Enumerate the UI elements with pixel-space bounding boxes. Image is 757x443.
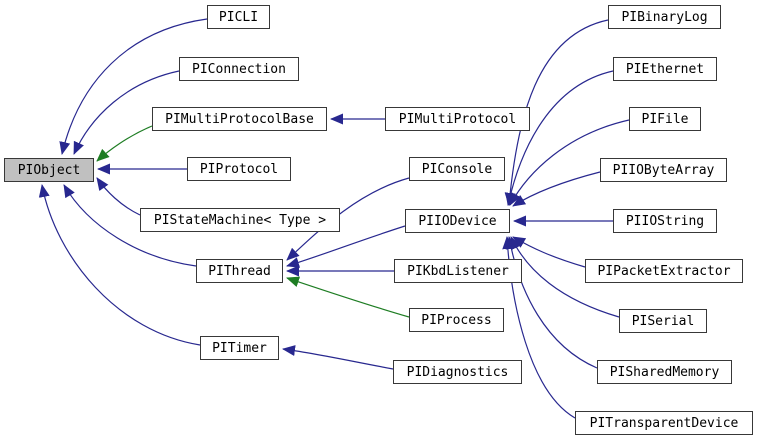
node-pisharedmemory[interactable]: PISharedMemory — [597, 360, 732, 384]
edge-pibinarylog-to-piiodevice — [504, 19, 609, 206]
edge-piconnection-to-piobject — [73, 70, 180, 155]
node-piiodevice[interactable]: PIIODevice — [405, 209, 510, 233]
node-piobject[interactable]: PIObject — [4, 158, 94, 182]
edge-piiodevice-to-pithread — [286, 225, 406, 268]
node-pipacketextractor[interactable]: PIPacketExtractor — [585, 259, 743, 283]
node-piprotocol[interactable]: PIProtocol — [187, 157, 291, 181]
node-piiobytearray[interactable]: PIIOByteArray — [600, 158, 727, 182]
edge-picli-to-piobject — [59, 18, 208, 155]
node-pistatemachine[interactable]: PIStateMachine< Type > — [140, 208, 340, 232]
edge-pimultiprotocolbase-to-piobject — [96, 125, 153, 162]
edge-pifile-to-piiodevice — [509, 119, 630, 206]
edge-pitimer-to-piobject — [38, 184, 201, 346]
node-picli[interactable]: PICLI — [207, 5, 270, 29]
edge-piiobytearray-to-piiodevice — [512, 171, 601, 207]
node-pimultiprotocol[interactable]: PIMultiProtocol — [385, 107, 530, 131]
node-pitransparentdevice[interactable]: PITransparentDevice — [575, 411, 753, 435]
node-piprocess[interactable]: PIProcess — [409, 308, 504, 332]
node-pifile[interactable]: PIFile — [629, 107, 701, 131]
edge-piprocess-to-pithread — [286, 276, 410, 318]
edge-pisharedmemory-to-piiodevice — [505, 236, 598, 369]
edge-pithread-to-piobject — [63, 184, 197, 267]
edge-pidiagnostics-to-pitimer — [282, 345, 394, 370]
node-pikbdlistener[interactable]: PIKbdListener — [394, 259, 522, 283]
node-pitimer[interactable]: PITimer — [200, 336, 279, 360]
node-piiostring[interactable]: PIIOString — [613, 209, 717, 233]
edge-piconsole-to-pithread — [286, 177, 410, 261]
node-pibinarylog[interactable]: PIBinaryLog — [608, 5, 721, 29]
node-piconsole[interactable]: PIConsole — [409, 157, 505, 181]
edge-piethernet-to-piiodevice — [505, 70, 614, 206]
node-piserial[interactable]: PISerial — [619, 309, 707, 333]
node-pithread[interactable]: PIThread — [196, 259, 283, 283]
edge-piserial-to-piiodevice — [510, 236, 620, 318]
node-piethernet[interactable]: PIEthernet — [613, 57, 717, 81]
edge-pistatemachine-to-piobject — [96, 177, 141, 216]
node-pidiagnostics[interactable]: PIDiagnostics — [393, 360, 522, 384]
node-pimultiprotocolbase[interactable]: PIMultiProtocolBase — [152, 107, 327, 131]
edge-pipacketextractor-to-piiodevice — [512, 236, 586, 268]
node-piconnection[interactable]: PIConnection — [179, 57, 299, 81]
